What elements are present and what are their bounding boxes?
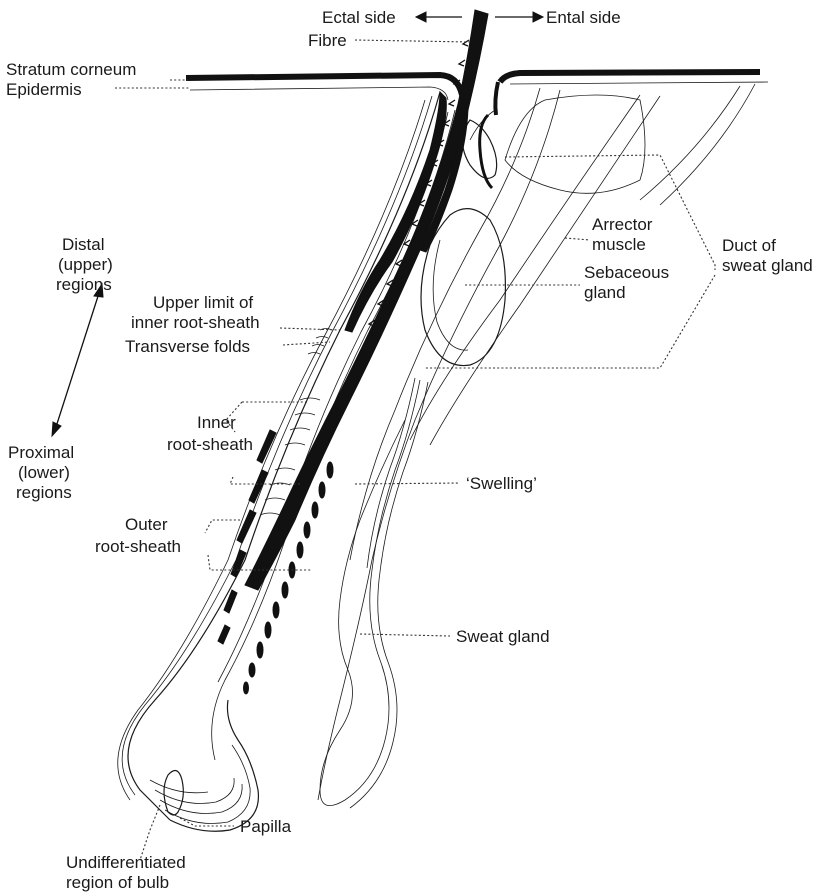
label-proximal-2: (lower) — [18, 463, 70, 482]
label-arrector-1: Arrector — [592, 215, 653, 234]
label-distal-1: Distal — [62, 235, 105, 254]
label-papilla: Papilla — [240, 817, 292, 836]
arrector-muscle-shape — [463, 110, 497, 188]
label-sebaceous-1: Sebaceous — [584, 263, 669, 282]
inner-root-sheath-segments — [218, 430, 276, 644]
follicle-outer-wall — [118, 92, 440, 820]
label-outer-root-1: Outer — [125, 515, 168, 534]
label-proximal-1: Proximal — [8, 443, 74, 462]
dermis-structure — [318, 84, 755, 800]
label-fibre: Fibre — [308, 31, 347, 50]
label-swelling: ‘Swelling’ — [466, 474, 537, 493]
duct-of-sweat-gland-shape — [505, 95, 645, 193]
label-upper-limit-1: Upper limit of — [153, 293, 253, 312]
label-inner-root-2: root-sheath — [167, 435, 253, 454]
label-undiff-2: region of bulb — [66, 873, 169, 892]
label-undiff-1: Undifferentiated — [66, 853, 186, 872]
label-duct-1: Duct of — [722, 236, 776, 255]
label-upper-limit-2: inner root-sheath — [131, 313, 260, 332]
label-distal-2: (upper) — [58, 255, 113, 274]
label-ectal-side: Ectal side — [322, 8, 396, 27]
label-stratum-corneum: Stratum corneum — [6, 60, 136, 79]
label-duct-2: sweat gland — [722, 256, 813, 275]
label-ental-side: Ental side — [546, 8, 621, 27]
sweat-gland-shape — [320, 378, 428, 808]
label-sweat-gland: Sweat gland — [456, 627, 550, 646]
hair-bulb — [150, 700, 258, 831]
label-distal-3: regions — [56, 275, 112, 294]
label-arrector-2: muscle — [592, 235, 646, 254]
label-epidermis: Epidermis — [6, 80, 82, 99]
label-outer-root-2: root-sheath — [95, 537, 181, 556]
distal-proximal-arrow — [52, 284, 103, 436]
label-sebaceous-2: gland — [584, 283, 626, 302]
label-inner-root-1: Inner — [197, 413, 236, 432]
papilla-shape — [164, 771, 183, 815]
label-proximal-3: regions — [16, 483, 72, 502]
label-transverse-folds: Transverse folds — [125, 337, 250, 356]
epidermis-layer — [190, 82, 768, 100]
labels: Ectal side Ental side Fibre Stratum corn… — [6, 8, 813, 892]
